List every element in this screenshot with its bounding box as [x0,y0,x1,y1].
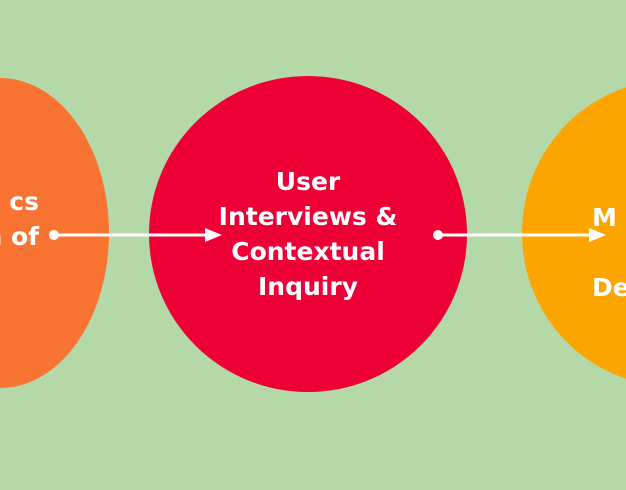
node-right-label-line: M [592,203,617,232]
node-center-label: User Interviews & Contextual Inquiry [149,164,467,304]
node-center-label-line: User [275,167,341,196]
node-center-label-line: Contextual [231,237,385,266]
node-center-label-line: Interviews & [218,202,398,231]
node-left-label-line: n of [0,222,39,251]
node-left-label: cs n of [0,184,39,254]
connector-arrowhead [589,228,606,242]
node-right-label: M De [592,200,626,305]
connector-left-to-center [49,228,222,242]
connector-center-to-right [433,228,606,242]
node-right-label-line: De [592,273,626,302]
node-right-label-line [592,235,626,270]
node-left-label-line: cs [9,187,39,216]
node-center-label-line: Inquiry [258,272,358,301]
connector-arrowhead [205,228,222,242]
